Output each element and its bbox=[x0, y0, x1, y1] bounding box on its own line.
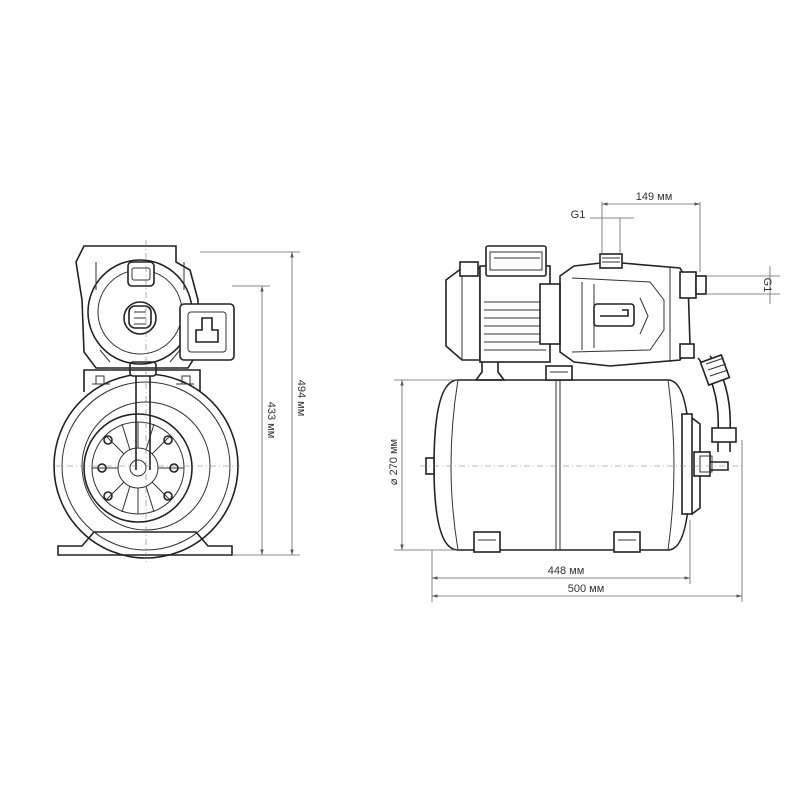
top-thread-label: G1 bbox=[571, 209, 586, 221]
height-total-label: 494 мм bbox=[295, 380, 307, 417]
front-pressure-switch bbox=[179, 303, 235, 361]
height-axis-label: 433 мм bbox=[265, 402, 277, 439]
side-pump-mount bbox=[474, 362, 573, 381]
tank-length-label: 448 мм bbox=[548, 565, 585, 577]
side-dimensions: ⌀ 270 мм 448 мм 500 мм G1 149 мм G1 bbox=[388, 191, 780, 602]
side-view bbox=[420, 245, 744, 553]
front-view bbox=[53, 240, 240, 564]
front-bracket bbox=[83, 369, 201, 392]
side-motor bbox=[445, 245, 561, 363]
side-thread-label: G1 bbox=[761, 278, 773, 293]
side-pump-housing bbox=[559, 253, 707, 367]
front-dimensions: 494 мм 433 мм bbox=[200, 251, 307, 556]
front-base bbox=[57, 531, 233, 556]
total-length-label: 500 мм bbox=[568, 583, 605, 595]
front-pipe bbox=[129, 361, 157, 470]
outlet-offset-label: 149 мм bbox=[636, 191, 673, 203]
side-hose bbox=[697, 353, 737, 452]
tank-diameter-label: ⌀ 270 мм bbox=[388, 439, 400, 485]
front-pump-head bbox=[75, 245, 199, 369]
